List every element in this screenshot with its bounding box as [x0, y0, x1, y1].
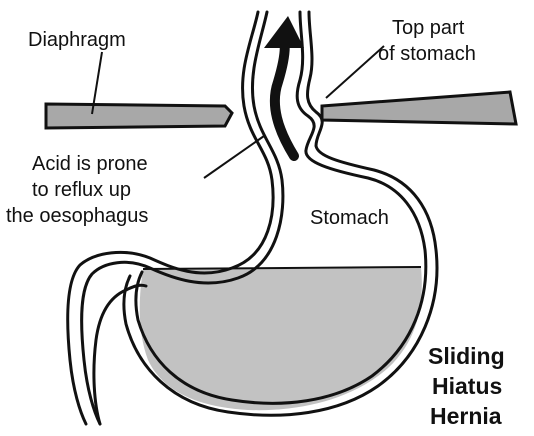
acid-label-line3: the oesophagus — [6, 205, 148, 227]
stomach-label: Stomach — [310, 207, 389, 229]
acid-pool — [140, 268, 422, 410]
top-part-label-line2: of stomach — [378, 43, 476, 65]
acid-leader-line — [204, 136, 264, 178]
diaphragm-left — [46, 104, 232, 128]
reflux-arrow-head — [264, 16, 304, 48]
title-line3: Hernia — [430, 403, 502, 429]
diaphragm-label: Diaphragm — [28, 29, 126, 51]
top-part-leader-line — [326, 46, 384, 98]
title-line1: Sliding — [428, 343, 505, 369]
title-line2: Hiatus — [432, 373, 502, 399]
acid-label-line2: to reflux up — [32, 179, 131, 201]
reflux-arrow-shaft — [275, 40, 294, 156]
acid-label-line1: Acid is prone — [32, 153, 148, 175]
top-part-label-line1: Top part — [392, 17, 465, 39]
diaphragm-right — [322, 92, 516, 124]
